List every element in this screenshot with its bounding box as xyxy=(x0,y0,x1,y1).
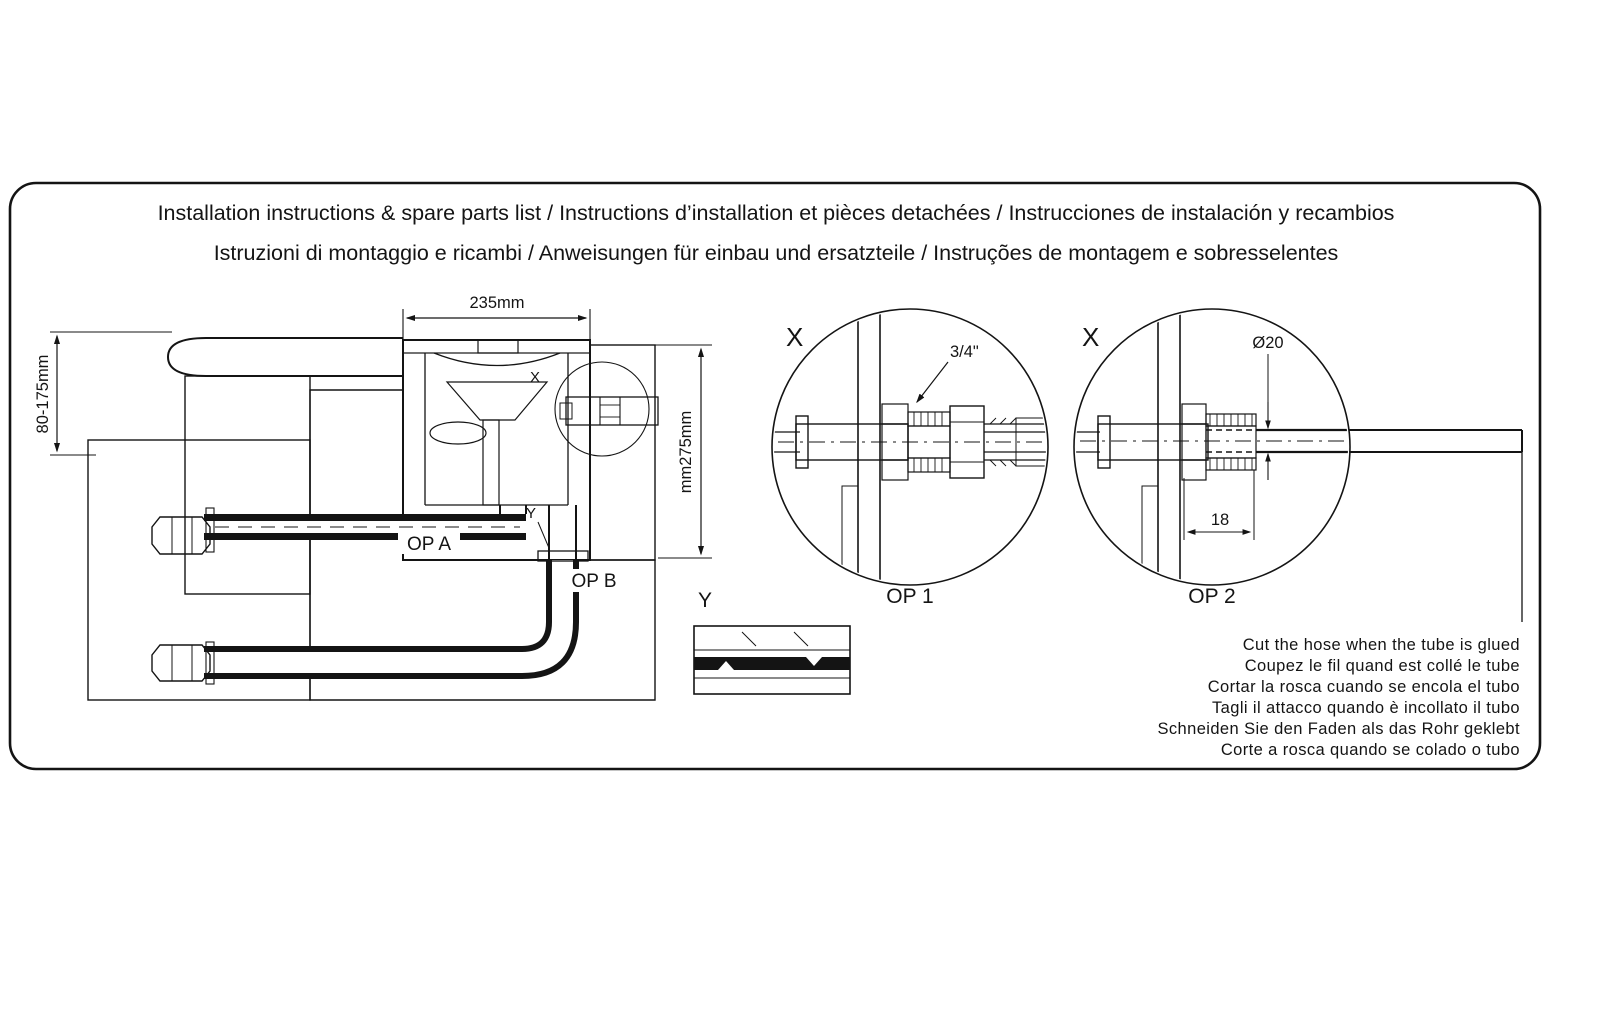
detail-op1: 3/4" X OP 1 xyxy=(771,308,1049,608)
op1-caption: OP 1 xyxy=(886,585,933,608)
skimmer-standpipe xyxy=(482,419,500,506)
title-line-2: Istruzioni di montaggio e ricambi / Anwe… xyxy=(214,241,1339,265)
skimmer-lid-dish xyxy=(433,352,561,367)
sheet-border xyxy=(8,181,1542,771)
dim-80-175mm: 80-175mm xyxy=(34,331,172,456)
dim-275mm-text: mm275mm xyxy=(677,411,695,494)
main-section-view: OP A OP B Y X 235m xyxy=(34,294,712,701)
pipe-op-b: OP B xyxy=(204,560,626,685)
detail-y-view: Y xyxy=(693,589,851,695)
note-de: Schneiden Sie den Faden als das Rohr gek… xyxy=(1158,720,1521,738)
tube-insertion-dashed xyxy=(1206,429,1256,453)
tube-extension xyxy=(1349,429,1523,453)
pipe-op-b-label: OP B xyxy=(571,571,616,592)
op2-tube-diameter: Ø20 xyxy=(1252,334,1283,352)
detail-y-label: Y xyxy=(526,505,536,522)
note-es: Cortar la rosca cuando se encola el tubo xyxy=(1208,678,1520,696)
hose-section xyxy=(1015,417,1046,467)
dim-80-175mm-text: 80-175mm xyxy=(34,355,52,434)
wall-fitting-upper xyxy=(151,516,211,555)
op1-thread-size: 3/4" xyxy=(950,343,979,361)
coping-stone xyxy=(166,337,403,377)
skimmer-lid-cover xyxy=(477,339,519,354)
wall-concrete xyxy=(184,375,311,595)
gasket-notch-right xyxy=(806,657,822,666)
detail-op1-content xyxy=(774,311,1046,583)
notes-block: Cut the hose when the tube is glued Coup… xyxy=(1158,636,1521,759)
gasket-notch-left xyxy=(718,661,734,670)
pipe-op-a-label: OP A xyxy=(407,534,451,555)
title-line-1: Installation instructions & spare parts … xyxy=(158,201,1395,225)
op2-caption: OP 2 xyxy=(1188,585,1235,608)
detail-op2: Ø20 18 X OP 2 xyxy=(1073,308,1523,622)
detail-op1-circle xyxy=(771,308,1049,586)
op1-marker-x: X xyxy=(786,322,803,352)
op2-insertion-depth: 18 xyxy=(1211,511,1229,529)
note-en: Cut the hose when the tube is glued xyxy=(1243,636,1520,654)
skimmer-float xyxy=(429,421,487,445)
dim-235mm-text: 235mm xyxy=(469,294,524,312)
skimmer-bottom-outlets xyxy=(499,505,577,560)
detail-y-caption: Y xyxy=(698,589,712,612)
op2-marker-x: X xyxy=(1082,322,1099,352)
note-pt: Corte a rosca quando se colado o tubo xyxy=(1221,741,1520,759)
pipe-op-b-flange xyxy=(205,641,215,685)
pipe-op-a: OP A xyxy=(204,507,526,555)
glued-tube xyxy=(1256,428,1348,454)
header: Installation instructions & spare parts … xyxy=(158,201,1395,265)
skimmer-lid-hatch xyxy=(402,339,591,354)
pipe-op-a-flange xyxy=(205,507,215,553)
skimmer-body xyxy=(402,339,591,561)
op1-thread-leader xyxy=(916,361,949,404)
skimmer-funnel xyxy=(445,381,549,421)
detail-op2-content xyxy=(1076,311,1348,583)
wall-fitting-lower xyxy=(151,644,211,682)
note-it: Tagli il attacco quando è incollato il t… xyxy=(1212,699,1520,717)
detail-y-leader xyxy=(537,521,550,549)
side-outlet xyxy=(559,396,659,426)
detail-x-circle xyxy=(554,361,650,457)
dim-235mm: 235mm xyxy=(402,294,591,341)
detail-op2-circle xyxy=(1073,308,1351,586)
note-fr: Coupez le fil quand est collé le tube xyxy=(1245,657,1520,675)
dim-275mm: mm275mm xyxy=(594,344,712,559)
deck-concrete-strip xyxy=(589,344,656,561)
detail-x-label: X xyxy=(530,369,540,386)
flange-joint xyxy=(537,550,589,562)
